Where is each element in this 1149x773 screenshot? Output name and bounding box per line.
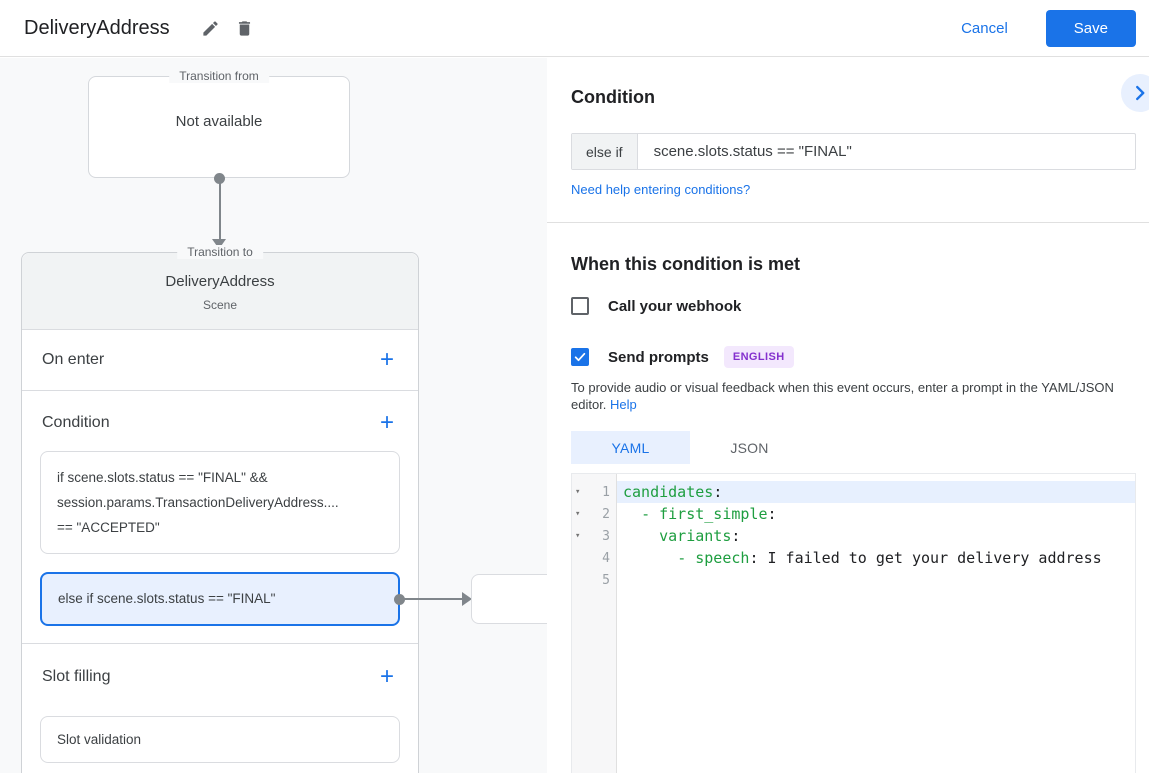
- scene-type-label: Scene: [202, 298, 238, 312]
- gutter-row: 5: [572, 569, 616, 591]
- transition-to-scene-card: Transition to DeliveryAddress Scene On e…: [21, 245, 547, 773]
- add-on-enter-button[interactable]: +: [376, 346, 398, 374]
- code-punct: :: [731, 527, 741, 545]
- top-bar: DeliveryAddress Cancel Save: [0, 0, 1149, 57]
- trash-icon: [235, 19, 254, 38]
- transition-from-node: Transition from Not available: [88, 69, 350, 178]
- chevron-right-icon: [1129, 82, 1149, 104]
- code-line: [617, 569, 1135, 591]
- code-punct: :: [713, 483, 723, 501]
- line-number: 2: [602, 506, 610, 522]
- scene-diagram-panel: Transition from Not available Transition…: [0, 58, 547, 773]
- add-condition-button[interactable]: +: [376, 409, 398, 437]
- when-condition-met-heading: When this condition is met: [571, 254, 800, 274]
- transition-from-legend: Transition from: [169, 69, 269, 83]
- edit-title-button[interactable]: [194, 11, 228, 45]
- condition-text-line: if scene.slots.status == "FINAL" &&: [57, 470, 268, 485]
- gutter-row: ▾ 1: [572, 481, 616, 503]
- webhook-label: Call your webhook: [608, 297, 742, 315]
- connector-arrowhead: [462, 592, 472, 606]
- save-button[interactable]: Save: [1045, 9, 1136, 47]
- panel-divider: [547, 222, 1149, 223]
- tab-json[interactable]: JSON: [690, 431, 809, 464]
- cancel-button[interactable]: Cancel: [945, 12, 1024, 45]
- editor-code-area[interactable]: candidates: - first_simple: variants: - …: [617, 474, 1135, 773]
- send-prompts-label: Send prompts: [608, 348, 709, 366]
- code-line: variants:: [617, 525, 1135, 547]
- tab-yaml[interactable]: YAML: [571, 431, 690, 464]
- editor-format-tabs: YAML JSON: [571, 431, 809, 464]
- on-enter-label: On enter: [42, 351, 105, 368]
- webhook-checkbox[interactable]: [571, 297, 589, 315]
- condition-expression-input[interactable]: scene.slots.status == "FINAL": [653, 143, 852, 160]
- call-webhook-row[interactable]: Call your webhook: [571, 297, 741, 315]
- code-key: candidates: [623, 483, 714, 501]
- slot-filling-section-header: Slot filling +: [22, 652, 418, 702]
- prompt-help-link[interactable]: Help: [610, 397, 637, 412]
- connector-dot: [394, 593, 405, 605]
- code-text: I failed to get your delivery address: [758, 549, 1102, 567]
- section-divider: [22, 643, 418, 644]
- condition-item-selected[interactable]: else if scene.slots.status == "FINAL": [40, 572, 547, 626]
- delete-scene-button[interactable]: [228, 11, 262, 45]
- condition-prefix-label: else if: [572, 134, 638, 169]
- code-indent: [623, 527, 659, 545]
- condition-section-header: Condition +: [22, 397, 418, 449]
- send-prompts-checkbox[interactable]: [571, 348, 589, 366]
- prompt-description: To provide audio or visual feedback when…: [571, 379, 1133, 413]
- editor-gutter: ▾ 1 ▾ 2 ▾ 3 4 5: [572, 474, 617, 773]
- connector-arrowhead: [212, 239, 226, 249]
- scene-name: DeliveryAddress: [165, 273, 275, 290]
- line-number: 5: [602, 572, 610, 588]
- condition-section-label: Condition: [42, 414, 110, 431]
- connector-line: [402, 598, 464, 600]
- send-prompts-row[interactable]: Send prompts ENGLISH: [571, 346, 794, 368]
- line-number: 4: [602, 550, 610, 566]
- line-number: 1: [602, 484, 610, 500]
- gutter-row: ▾ 3: [572, 525, 616, 547]
- transition-to-legend: Transition to: [177, 245, 263, 259]
- page-title: DeliveryAddress: [24, 16, 170, 39]
- code-line: candidates:: [617, 481, 1135, 503]
- add-slot-button[interactable]: +: [376, 663, 398, 691]
- condition-text: else if scene.slots.status == "FINAL": [58, 591, 276, 606]
- condition-text-line: session.params.TransactionDeliveryAddres…: [57, 495, 339, 510]
- gutter-row: ▾ 2: [572, 503, 616, 525]
- slot-validation-item[interactable]: Slot validation: [40, 716, 400, 763]
- code-key: - speech: [677, 549, 750, 567]
- condition-detail-panel: Condition else if scene.slots.status == …: [547, 58, 1149, 773]
- connector-line: [218, 179, 221, 239]
- gutter-row: 4: [572, 547, 616, 569]
- prompt-description-text: To provide audio or visual feedback when…: [571, 380, 1114, 412]
- yaml-code-editor: ▾ 1 ▾ 2 ▾ 3 4 5 candidates: - first_sim: [571, 473, 1136, 773]
- collapse-panel-button[interactable]: [1121, 74, 1149, 112]
- fold-icon[interactable]: ▾: [575, 509, 581, 519]
- condition-item[interactable]: if scene.slots.status == "FINAL" && sess…: [40, 451, 400, 554]
- code-key: - first_simple: [641, 505, 768, 523]
- code-line: - speech: I failed to get your delivery …: [617, 547, 1135, 569]
- language-badge: ENGLISH: [723, 346, 794, 368]
- code-line: - first_simple:: [617, 503, 1135, 525]
- fold-icon[interactable]: ▾: [575, 487, 581, 497]
- slot-filling-label: Slot filling: [42, 668, 111, 685]
- checkmark-icon: [573, 350, 587, 364]
- fold-icon[interactable]: ▾: [575, 531, 581, 541]
- transition-target-node[interactable]: [471, 574, 547, 624]
- connector-dot: [214, 173, 225, 184]
- condition-text-line: == "ACCEPTED": [57, 520, 160, 535]
- scene-card-header[interactable]: DeliveryAddress Scene: [22, 253, 418, 330]
- conditions-help-link[interactable]: Need help entering conditions?: [571, 182, 751, 197]
- code-indent: [623, 505, 641, 523]
- code-key: variants: [659, 527, 732, 545]
- code-punct: :: [749, 549, 759, 567]
- condition-heading: Condition: [571, 87, 655, 107]
- transition-from-value: Not available: [175, 112, 263, 130]
- code-indent: [623, 549, 677, 567]
- pencil-icon: [201, 19, 220, 38]
- line-number: 3: [602, 528, 610, 544]
- condition-input-row: else if scene.slots.status == "FINAL": [571, 133, 1136, 170]
- code-punct: :: [767, 505, 777, 523]
- on-enter-section: On enter +: [22, 330, 418, 391]
